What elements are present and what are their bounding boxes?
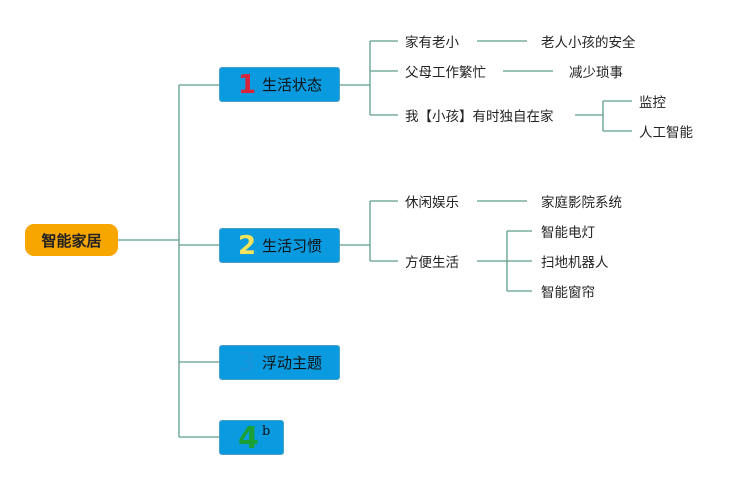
branch-node-1[interactable]: 1 生活状态 bbox=[219, 67, 340, 102]
node[interactable]: 减少琐事 bbox=[569, 65, 623, 81]
branch-node-3[interactable]: 3 浮动主题 bbox=[219, 345, 340, 380]
node[interactable]: 家有老小 bbox=[405, 35, 459, 51]
root-node[interactable]: 智能家居 bbox=[25, 224, 118, 256]
node[interactable]: 休闲娱乐 bbox=[405, 195, 459, 211]
node[interactable]: 人工智能 bbox=[639, 125, 693, 141]
branch-number: 2 bbox=[238, 230, 257, 261]
branch-number: 1 bbox=[238, 69, 257, 100]
branch-label: b bbox=[262, 424, 271, 439]
node[interactable]: 智能电灯 bbox=[541, 225, 595, 241]
node[interactable]: 方便生活 bbox=[405, 255, 459, 271]
node[interactable]: 我【小孩】有时独自在家 bbox=[405, 109, 554, 125]
node[interactable]: 老人小孩的安全 bbox=[541, 35, 636, 51]
node[interactable]: 智能窗帘 bbox=[541, 285, 595, 301]
node[interactable]: 扫地机器人 bbox=[541, 255, 609, 271]
branch-number: 4 bbox=[238, 421, 259, 456]
branch-label: 生活习惯 bbox=[262, 237, 323, 255]
node[interactable]: 监控 bbox=[639, 95, 666, 111]
branch-label: 浮动主题 bbox=[262, 354, 323, 372]
branch-node-2[interactable]: 2 生活习惯 bbox=[219, 228, 340, 263]
node[interactable]: 家庭影院系统 bbox=[541, 195, 622, 211]
node[interactable]: 父母工作繁忙 bbox=[405, 65, 486, 81]
branch-number: 3 bbox=[238, 347, 257, 378]
branch-label: 生活状态 bbox=[262, 76, 323, 94]
